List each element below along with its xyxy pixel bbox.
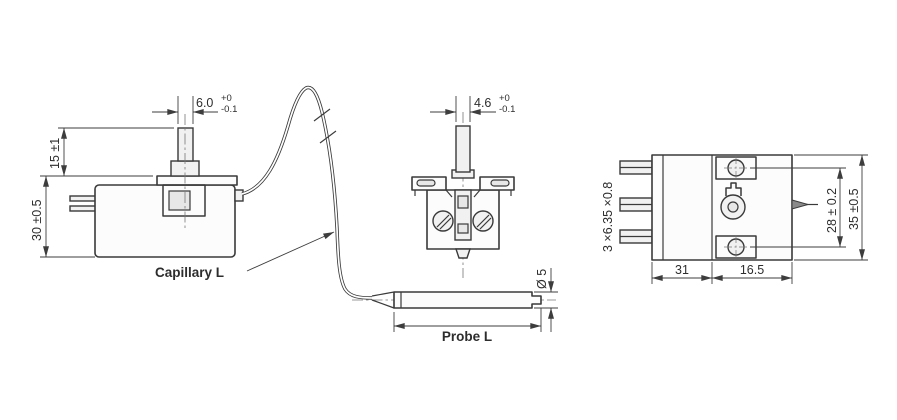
front-stem-width-value: 6.0 [196,96,213,110]
hole-spacing-text: 28 ± 0.2 [825,188,839,233]
width-left-text: 31 [675,263,689,277]
probe-assembly: Ø 5 Probe L [352,268,558,344]
column-detail-lower [457,223,469,234]
break-mark-upper [313,108,331,122]
dim-bottom-widths [651,262,793,284]
stem-height-text: 15 ±1 [48,138,62,169]
inner-mechanism-frame [162,184,206,217]
dim-stem-height [40,127,174,177]
dim-probe-length [393,308,542,332]
dim-hole-spacing [750,167,846,248]
front-stem-width-lower-tol: -0.1 [221,104,237,115]
shaft-tab-side [725,182,742,196]
probe-taper-top [371,291,395,297]
dim-top-stem-width [430,96,496,122]
capillary-leader-line [246,231,335,272]
front-view: 6.0 +0 -0.1 15 ±1 30 ±0.5 Capillary L [30,93,335,280]
top-view-shaft [455,125,471,173]
probe-diameter-text: Ø 5 [535,269,549,289]
thermostat-body-top [411,125,515,259]
dim-front-stem-width [152,96,218,124]
body-outline [94,184,236,258]
capillary-label: Capillary L [155,265,224,280]
probe-taper-bottom [371,299,395,309]
inner-mechanism-block [168,190,191,211]
dim-probe-diameter [534,268,558,332]
body-height-text: 30 ±0.5 [30,199,44,241]
capillary-fitting [234,189,244,202]
mounting-slot-left [416,179,436,187]
adjusting-shaft [177,127,194,162]
front-stem-width-upper-tol: +0 [221,93,232,104]
mounting-flange [156,175,238,186]
wire-terminal-top [69,195,97,202]
mounting-slot-right [490,179,510,187]
bottom-tip [455,248,471,259]
overall-height-text: 35 ±0.5 [847,188,861,230]
dim-body-height [40,175,95,258]
calibration-pin [791,199,810,210]
side-view: 3 ×6.35 ×0.8 28 ± 0.2 35 ±0.5 31 16.5 [601,154,868,284]
probe-body [393,291,542,309]
width-right-text: 16.5 [740,263,764,277]
top-stem-width-value: 4.6 [474,96,491,110]
dim-overall-height [794,154,868,261]
shaft-boss-center [727,201,739,213]
capillary-tube [241,85,373,300]
wire-terminal-bottom [69,205,97,212]
top-view: 4.6 +0 -0.1 [411,93,515,278]
thermostat-body-front [69,127,244,258]
probe-label: Probe L [442,329,492,344]
top-stem-width-upper-tol: +0 [499,93,510,104]
thermostat-body-side [619,154,818,261]
terminal-note-text: 3 ×6.35 ×0.8 [601,182,615,252]
column-detail-upper [457,195,469,209]
break-mark-lower [319,130,337,144]
top-stem-width-lower-tol: -0.1 [499,104,515,115]
